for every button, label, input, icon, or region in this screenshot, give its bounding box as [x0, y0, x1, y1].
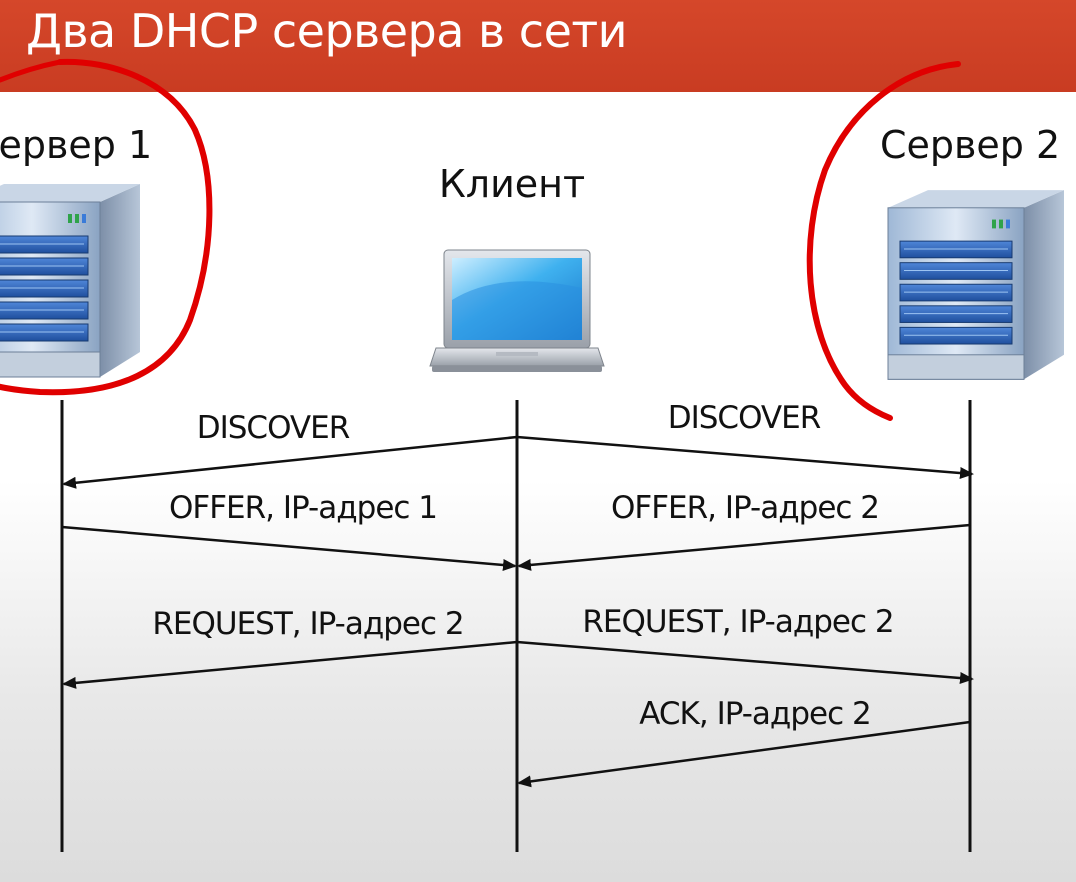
arrow-request-to-server-1 — [62, 640, 518, 689]
highlight-circle-server-1-tail — [0, 59, 63, 83]
server-tower-icon — [887, 189, 1065, 380]
server-2-label: Сервер 2 — [880, 123, 1060, 167]
message-label-offer-1: OFFER, IP-адрес 1 — [169, 490, 437, 526]
server-tower-icon — [0, 183, 141, 378]
message-label-request-2: REQUEST, IP-адрес 2 — [582, 604, 893, 640]
highlight-circle-server-2 — [806, 61, 961, 421]
arrow-discover-to-server-1 — [62, 435, 518, 489]
title-bar: Два DHCP сервера в сети — [0, 0, 1076, 92]
slide-title: Два DHCP сервера в сети — [26, 4, 628, 58]
laptop-icon — [429, 249, 605, 372]
arrow-discover-to-server-2 — [516, 435, 974, 480]
arrow-ack-from-server-2 — [517, 720, 971, 788]
message-label-ack: ACK, IP-адрес 2 — [639, 696, 871, 732]
client-label: Клиент — [439, 162, 585, 206]
message-label-request-1: REQUEST, IP-адрес 2 — [152, 606, 463, 642]
arrow-request-to-server-2 — [516, 640, 974, 685]
message-label-offer-2: OFFER, IP-адрес 2 — [611, 490, 879, 526]
message-label-discover-1: DISCOVER — [197, 410, 350, 446]
arrow-offer-from-server-2 — [517, 523, 971, 571]
highlight-circle-server-1 — [0, 58, 213, 396]
arrow-offer-from-server-1 — [61, 525, 517, 571]
server-1-label: Сервер 1 — [0, 123, 152, 167]
message-label-discover-2: DISCOVER — [668, 400, 821, 436]
